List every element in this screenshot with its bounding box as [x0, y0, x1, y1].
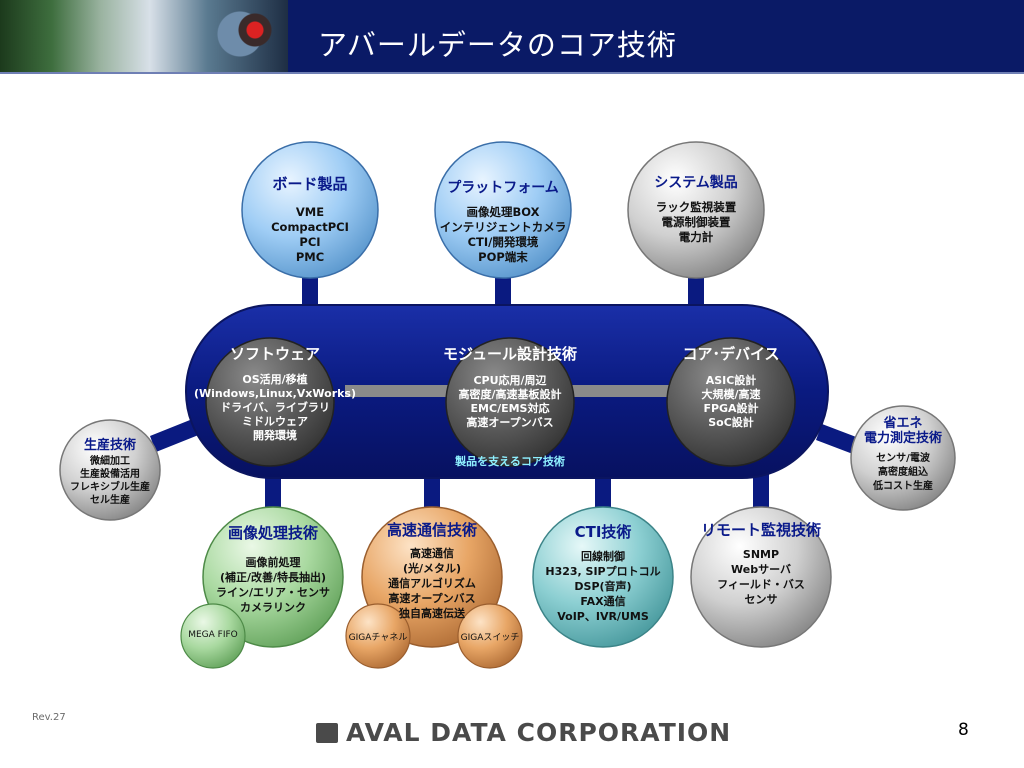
ball-platform: [434, 141, 572, 279]
cti-title: CTI技術: [574, 523, 632, 541]
system-products-title: システム製品: [654, 175, 738, 191]
mega-fifo-label: MEGA FIFO: [188, 630, 238, 640]
image-processing-items: 画像前処理 (補正/改善/特長抽出) ライン/エリア・センサ カメラリンク: [215, 556, 331, 614]
header-divider: [0, 72, 1024, 74]
ball-energy-tech: [850, 405, 956, 511]
ball-remote-monitoring: [690, 506, 832, 648]
core-device-title: コア･デバイス: [682, 345, 780, 363]
system-products-items: ラック監視装置 電源制御装置 電力計: [655, 200, 737, 244]
production-tech-title: 生産技術: [83, 438, 137, 453]
platform-title: プラットフォーム: [447, 180, 559, 196]
high-speed-comm-items: 高速通信 (光/メタル) 通信アルゴリズム 高速オープンバス 独自高速伝送: [388, 547, 476, 620]
board-products-title: ボード製品: [272, 175, 348, 193]
software-items: OS活用/移植 (Windows,Linux,VxWorks) ドライバ、ライブ…: [193, 373, 357, 442]
company-logo: AVAL DATA CORPORATION: [316, 718, 731, 747]
satellite-giga-switch: [457, 603, 523, 669]
ball-production-tech: [59, 419, 161, 521]
module-design-items: CPU応用/周辺 高密度/高速基板設計 EMC/EMS対応 高速オープンバス: [458, 374, 562, 429]
header-photo: [0, 0, 288, 72]
page-number: 8: [958, 720, 969, 740]
hub-ball-module: [445, 337, 575, 467]
slide-header: アバールデータのコア技術: [0, 0, 1024, 72]
logo-mark-icon: [316, 723, 338, 743]
company-name: AVAL DATA CORPORATION: [346, 718, 732, 747]
remote-monitoring-items: SNMP Webサーバ フィールド・バス センサ: [717, 548, 805, 606]
ball-system-products: [627, 141, 765, 279]
core-device-items: ASIC設計 大規模/高速 FPGA設計 SoC設計: [701, 374, 761, 429]
ball-image-processing: [202, 506, 344, 648]
ball-cti: [532, 506, 674, 648]
production-tech-items: 微細加工 生産設備活用 フレキシブル生産 セル生産: [70, 456, 150, 506]
high-speed-comm-title: 高速通信技術: [386, 521, 478, 539]
giga-channel-label: GIGAチャネル: [348, 633, 408, 643]
cti-items: 回線制御 H323, SIPプロトコル DSP(音声) FAX通信 VoIP、I…: [545, 550, 661, 623]
remote-monitoring-title: リモート監視技術: [700, 521, 822, 539]
energy-tech-title: 省エネ 電力測定技術: [863, 416, 943, 446]
satellite-giga-channel: [345, 603, 411, 669]
hub-caption: 製品を支えるコア技術: [455, 455, 565, 468]
slide-title: アバールデータのコア技術: [318, 28, 677, 62]
satellite-mega-fifo: [180, 603, 246, 669]
image-processing-title: 画像処理技術: [227, 524, 319, 542]
energy-tech-items: センサ/電波 高密度組込 低コスト生産: [873, 453, 933, 492]
platform-items: 画像処理BOX インテリジェントカメラ CTI/開発環境 POP端末: [439, 205, 567, 264]
module-design-title: モジュール設計技術: [443, 345, 577, 363]
giga-switch-label: GIGAスイッチ: [460, 633, 520, 643]
ball-board-products: [241, 141, 379, 279]
board-products-items: VME CompactPCI PCI PMC: [271, 205, 349, 264]
software-title: ソフトウェア: [229, 345, 321, 363]
hub-ball-device: [666, 337, 796, 467]
hub-ball-software: [205, 337, 335, 467]
revision-label: Rev.27: [32, 712, 66, 723]
